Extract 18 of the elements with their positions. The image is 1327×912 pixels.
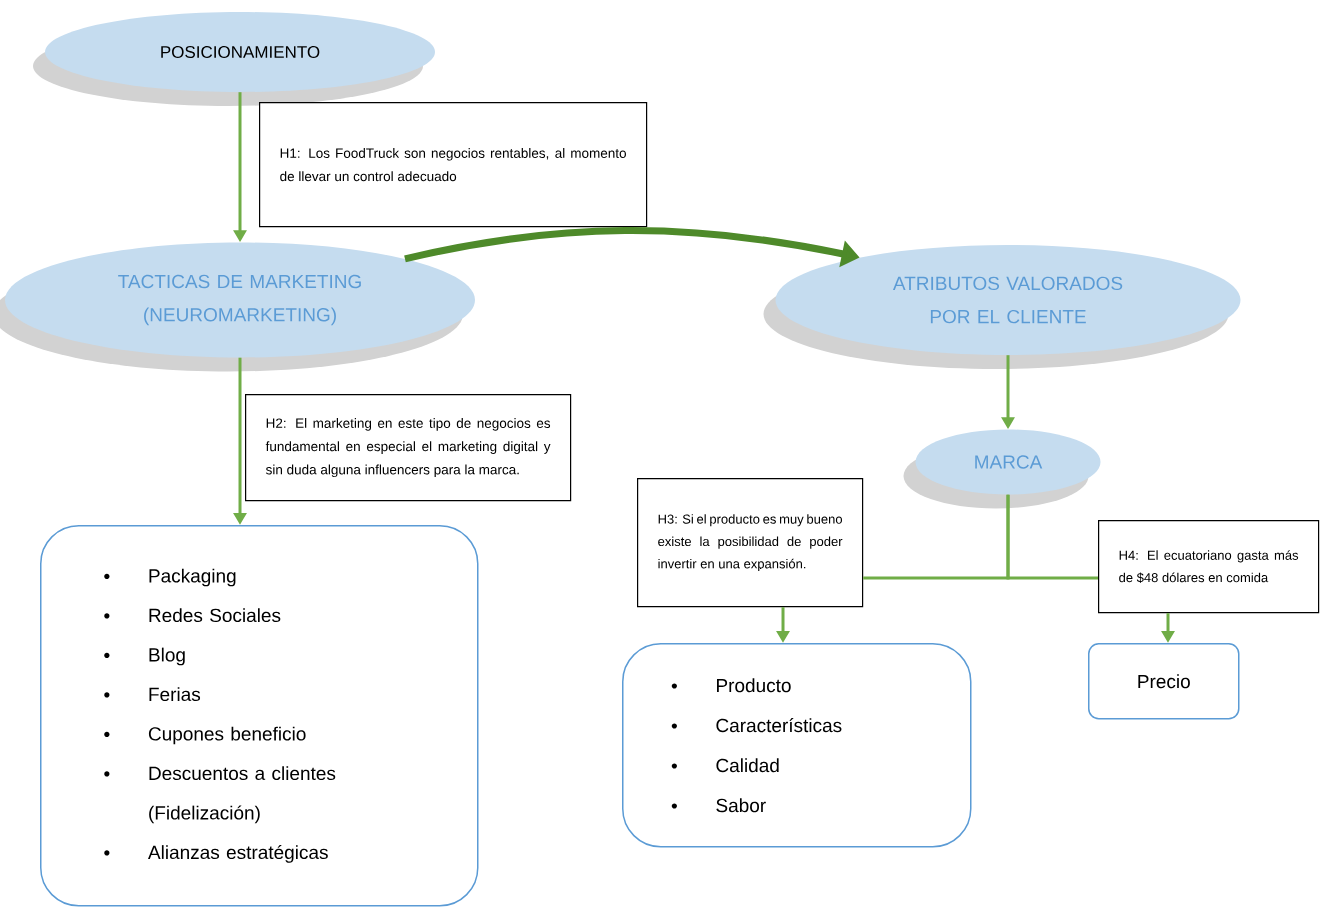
note-box: H1: Los FoodTruck son negocios rentables, al momento de llevar un control adecuado xyxy=(259,102,648,228)
note-box: H3: Si el producto es muy bueno existe la posibilidad de poder invertir en una expansión. xyxy=(637,478,864,608)
bullet-item: Redes Sociales xyxy=(104,608,281,623)
bullet-item: Sabor xyxy=(671,798,766,813)
note-box: H2: El marketing en este tipo de negocios es fundamental en especial el marketing digital y sin duda alguna influencers para la marca. xyxy=(245,394,572,502)
bullet-item: Cupones beneficio xyxy=(104,726,306,745)
bullet-item: Packaging xyxy=(104,568,236,587)
list-box xyxy=(622,643,972,848)
note-box: H4: El ecuatoriano gasta más de $48 dólares en comida xyxy=(1098,520,1320,614)
rounded-box: Precio xyxy=(1088,643,1240,720)
list-box xyxy=(40,525,479,907)
bullet-item: Calidad xyxy=(671,758,779,773)
bullet-item: Ferias xyxy=(104,687,201,702)
bullet-item: Descuentos a clientes (Fidelización) xyxy=(104,766,336,824)
bullet-item: Alianzas estratégicas xyxy=(104,844,328,863)
bullet-item: Características xyxy=(671,718,842,733)
bullet-item: Blog xyxy=(104,647,185,666)
bullet-item: Producto xyxy=(671,678,791,693)
